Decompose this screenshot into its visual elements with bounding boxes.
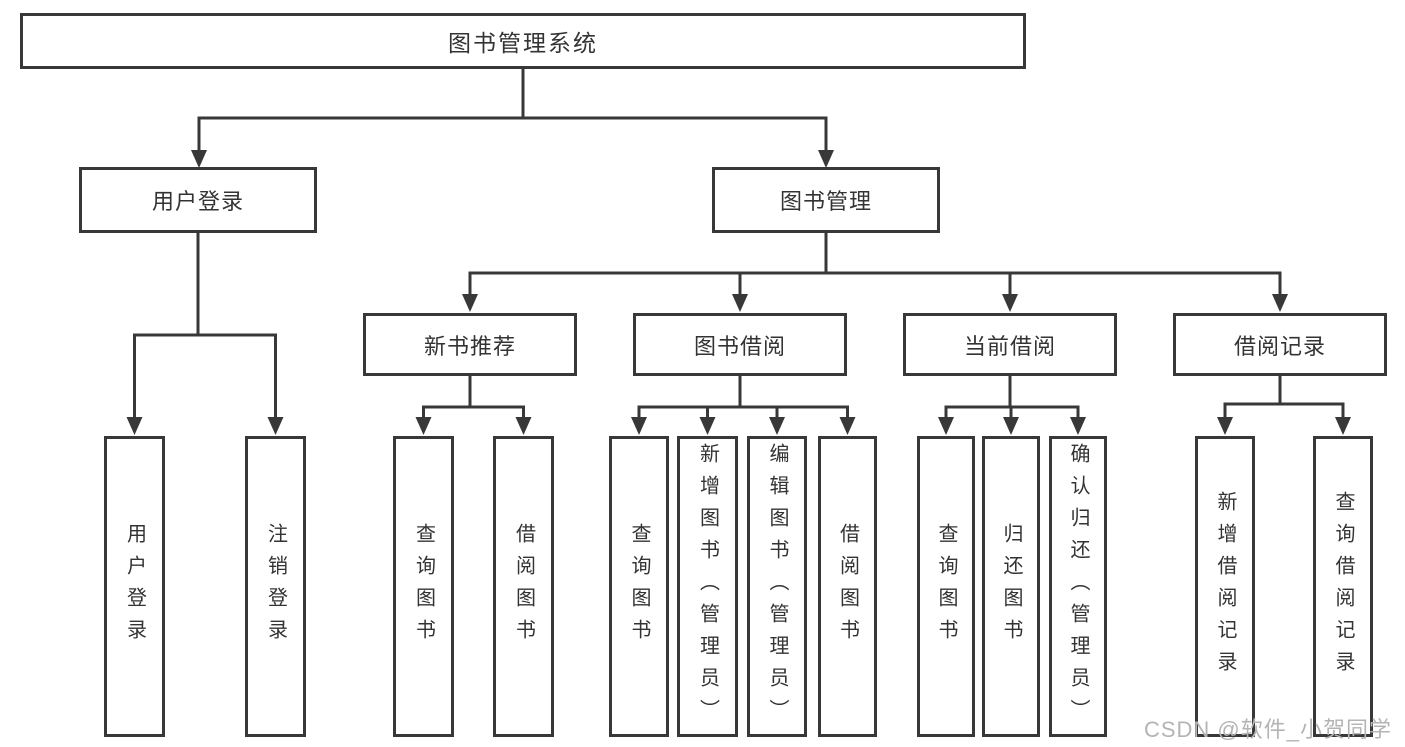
node-new-book-recommendation: 新书推荐 [363,313,577,376]
node-label: 查询图书 [412,522,435,651]
node-library-management-system: 图书管理系统 [20,13,1026,69]
node-query-books-3: 查询图书 [917,436,975,737]
node-label: 用户登录 [123,522,146,651]
node-borrowing-records: 借阅记录 [1173,313,1387,376]
node-query-books-2: 查询图书 [609,436,669,737]
node-label: 确认归还（管理员） [1067,442,1089,731]
node-add-book-admin: 新增图书（管理员） [677,436,738,737]
node-borrow-books-1: 借阅图书 [493,436,554,737]
node-label: 新增图书（管理员） [696,442,719,731]
node-book-borrowing: 图书借阅 [633,313,847,376]
node-label: 注销登录 [264,522,287,651]
node-borrow-books-2: 借阅图书 [818,436,877,737]
node-label: 查询借阅记录 [1332,490,1354,683]
node-current-borrowing: 当前借阅 [903,313,1117,376]
node-user-login: 用户登录 [79,167,317,233]
node-label: 编辑图书（管理员） [766,442,788,731]
node-label: 归还图书 [1000,522,1022,651]
node-label: 借阅图书 [512,522,535,651]
node-label: 新增借阅记录 [1214,490,1236,683]
node-logout: 注销登录 [245,436,306,737]
node-label: 查询图书 [628,522,650,651]
csdn-watermark: CSDN @软件_小贺同学 [1143,717,1392,742]
node-label: 查询图书 [935,522,957,651]
node-confirm-return-admin: 确认归还（管理员） [1049,436,1107,737]
node-query-books-1: 查询图书 [393,436,454,737]
node-book-management: 图书管理 [712,167,940,233]
node-user-login-leaf: 用户登录 [104,436,165,737]
node-add-borrow-record: 新增借阅记录 [1195,436,1255,737]
node-label: 借阅图书 [836,522,859,651]
node-return-books: 归还图书 [982,436,1040,737]
node-query-borrow-record: 查询借阅记录 [1313,436,1373,737]
node-edit-book-admin: 编辑图书（管理员） [747,436,807,737]
